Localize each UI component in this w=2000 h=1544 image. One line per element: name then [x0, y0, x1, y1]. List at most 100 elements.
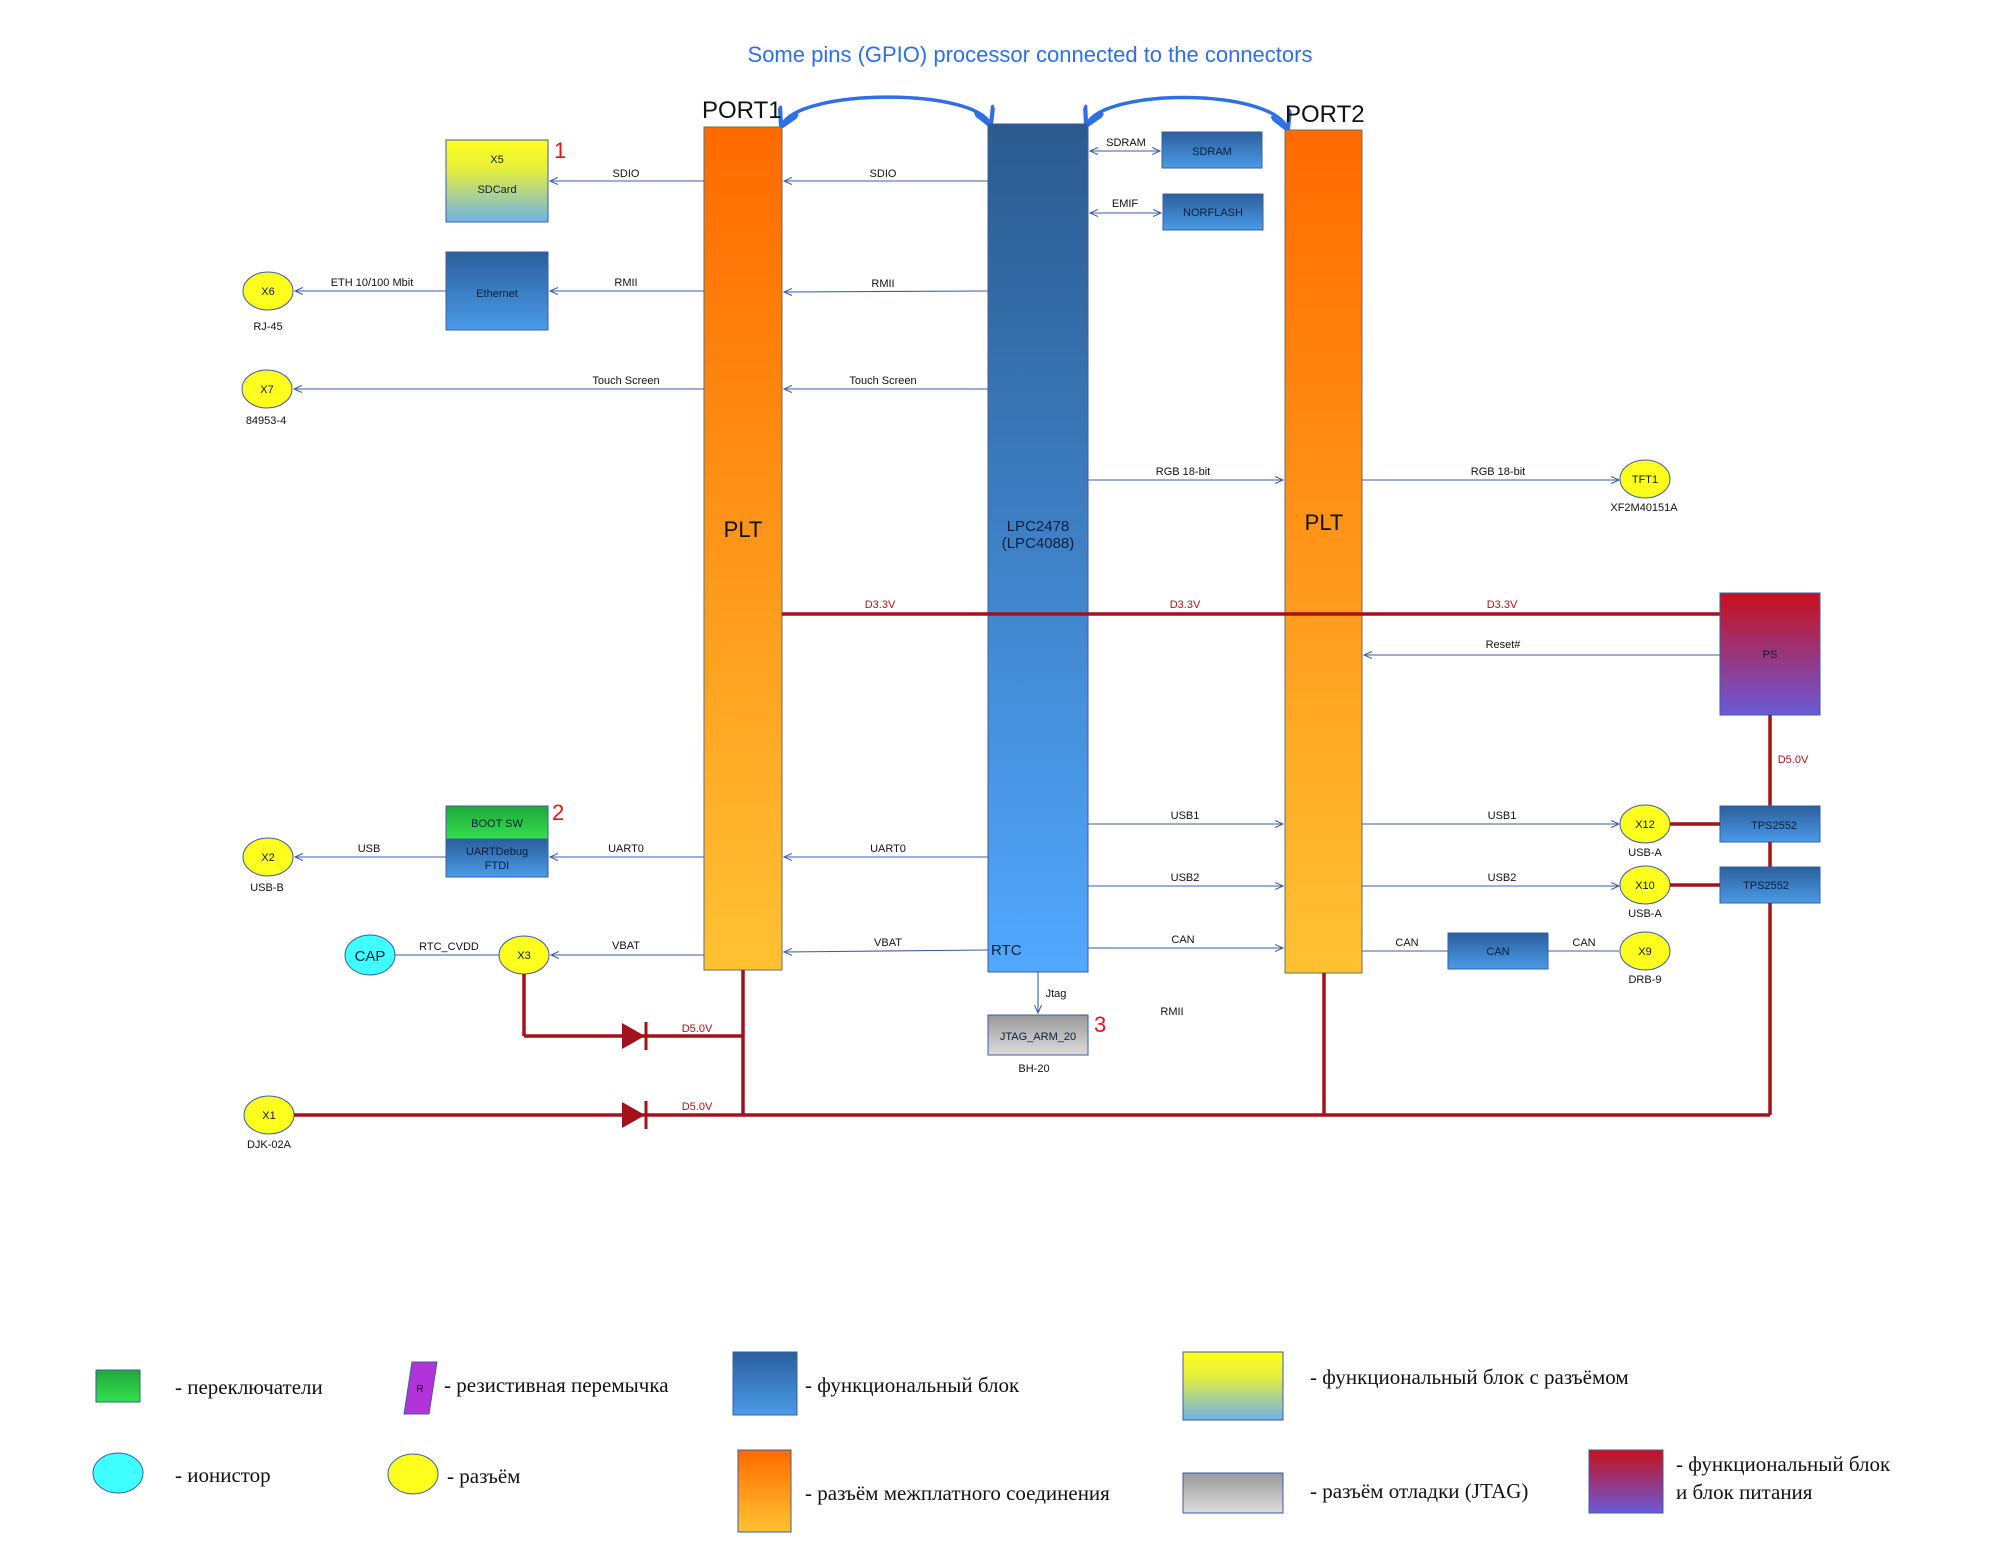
rmii-bottom-label: RMII	[1160, 1006, 1183, 1018]
norflash-label: NORFLASH	[1183, 207, 1243, 219]
rmii-label-mid: RMII	[871, 278, 894, 290]
legend-functional-conn-swatch	[1182, 1351, 1284, 1421]
sdio-label-left: SDIO	[613, 168, 640, 180]
tft1-label: TFT1	[1632, 474, 1658, 486]
x6-type: RJ-45	[253, 321, 282, 333]
rgb-label-mid: RGB 18-bit	[1156, 466, 1210, 478]
x12-type: USB-A	[1628, 847, 1662, 859]
connector-x7	[241, 369, 293, 409]
x5-label: X5	[490, 154, 503, 166]
usb2-label-right: USB2	[1488, 872, 1517, 884]
jtag-label: JTAG_ARM_20	[1000, 1031, 1076, 1043]
legend-debug: - разъём отладки (JTAG)	[1310, 1479, 1528, 1503]
vbat-line-mid	[784, 950, 989, 952]
x12-label: X12	[1635, 819, 1655, 831]
x9-type: DRB-9	[1628, 974, 1661, 986]
plt-left-bar	[703, 126, 783, 971]
cpu-alt-name: (LPC4088)	[1002, 535, 1075, 552]
can-label-r2: CAN	[1572, 937, 1595, 949]
reset-label: Reset#	[1486, 639, 1522, 651]
port1-label: PORT1	[702, 97, 782, 124]
legend-power-line1: - функциональный блок	[1676, 1452, 1891, 1476]
x6-label: X6	[261, 286, 274, 298]
legend-interboard-swatch	[737, 1449, 792, 1533]
legend-resistor: - резистивная перемычка	[444, 1373, 669, 1397]
legend-functional-conn: - функциональный блок с разъёмом	[1310, 1365, 1629, 1389]
sdram-block	[1161, 131, 1263, 169]
rgb-label-right: RGB 18-bit	[1471, 466, 1525, 478]
sdram-signal-label: SDRAM	[1106, 137, 1146, 149]
usb-label: USB	[358, 843, 381, 855]
legend-functional-swatch	[732, 1351, 798, 1416]
ethernet-block	[445, 251, 549, 331]
can-block	[1447, 932, 1549, 970]
tft1-type: XF2M40151A	[1610, 502, 1678, 514]
sdram-block-label: SDRAM	[1192, 146, 1232, 158]
plt-right-label: PLT	[1305, 510, 1344, 535]
boot-sw-block	[445, 805, 549, 840]
port2-label: PORT2	[1285, 101, 1365, 128]
emif-label: EMIF	[1112, 198, 1139, 210]
connector-x9	[1619, 931, 1671, 971]
legend-connector: - разъём	[447, 1464, 520, 1488]
diagram-title: Some pins (GPIO) processor connected to …	[748, 42, 1313, 67]
cpu-port2-curve	[1087, 95, 1287, 128]
touch-label-mid: Touch Screen	[849, 375, 916, 387]
rmii-label-left: RMII	[614, 277, 637, 289]
can-block-label: CAN	[1486, 946, 1509, 958]
d50-ps-label: D5.0V	[1778, 754, 1809, 766]
uart0-label-mid: UART0	[870, 843, 906, 855]
legend-functional: - функциональный блок	[805, 1373, 1020, 1397]
d33-label-right: D3.3V	[1487, 599, 1518, 611]
rtc-cvdd-label: RTC_CVDD	[419, 941, 479, 953]
ps-label: PS	[1763, 649, 1778, 661]
rtc-label: RTC	[991, 942, 1022, 959]
port1-cpu-curve	[782, 95, 990, 125]
boot-sw-label: BOOT SW	[471, 818, 523, 830]
sdio-label-mid: SDIO	[870, 168, 897, 180]
jtag-block	[987, 1014, 1089, 1056]
tps2552-label-2: TPS2552	[1743, 880, 1789, 892]
x2-label: X2	[261, 852, 274, 864]
connector-x6	[242, 271, 294, 311]
uart-debug-label: UARTDebug	[466, 846, 528, 858]
tps2552-block-2	[1719, 866, 1821, 904]
d33-label-left: D3.3V	[865, 599, 896, 611]
x10-label: X10	[1635, 880, 1655, 892]
uart-debug-block	[445, 838, 549, 878]
rmii-line-mid	[784, 291, 989, 292]
number-1: 1	[554, 138, 566, 163]
d50-label-lower: D5.0V	[682, 1101, 713, 1113]
x3-label: X3	[517, 950, 530, 962]
x1-label: X1	[262, 1110, 275, 1122]
ftdi-label: FTDI	[485, 860, 509, 872]
legend-resistor-mark: R	[416, 1384, 423, 1395]
legend-power-swatch	[1588, 1449, 1664, 1514]
legend-ionistor: - ионистор	[175, 1463, 271, 1487]
tps2552-label-1: TPS2552	[1751, 820, 1797, 832]
jtag-type: BH-20	[1018, 1063, 1049, 1075]
can-label-mid: CAN	[1171, 934, 1194, 946]
d33-label-mid: D3.3V	[1170, 599, 1201, 611]
usb2-label-mid: USB2	[1171, 872, 1200, 884]
legend-switch-swatch	[95, 1369, 141, 1403]
usb1-label-mid: USB1	[1171, 810, 1200, 822]
plt-right-bar	[1284, 129, 1363, 974]
jtag-signal-label: Jtag	[1046, 988, 1067, 1000]
d50-label-upper: D5.0V	[682, 1023, 713, 1035]
number-3: 3	[1094, 1012, 1106, 1037]
ps-block	[1719, 592, 1821, 716]
usb1-label-right: USB1	[1488, 810, 1517, 822]
x2-type: USB-B	[250, 882, 284, 894]
cap-label: CAP	[355, 948, 386, 965]
legend-ionistor-swatch	[92, 1452, 144, 1494]
legend-debug-swatch	[1182, 1472, 1284, 1514]
can-label-r1: CAN	[1395, 937, 1418, 949]
x1-type: DJK-02A	[247, 1139, 292, 1151]
cpu-name: LPC2478	[1007, 518, 1070, 535]
uart0-label-left: UART0	[608, 843, 644, 855]
x10-type: USB-A	[1628, 908, 1662, 920]
tps2552-block-1	[1719, 805, 1821, 843]
norflash-block	[1162, 193, 1264, 231]
legend-interboard: - разъём межплатного соединения	[805, 1481, 1110, 1505]
